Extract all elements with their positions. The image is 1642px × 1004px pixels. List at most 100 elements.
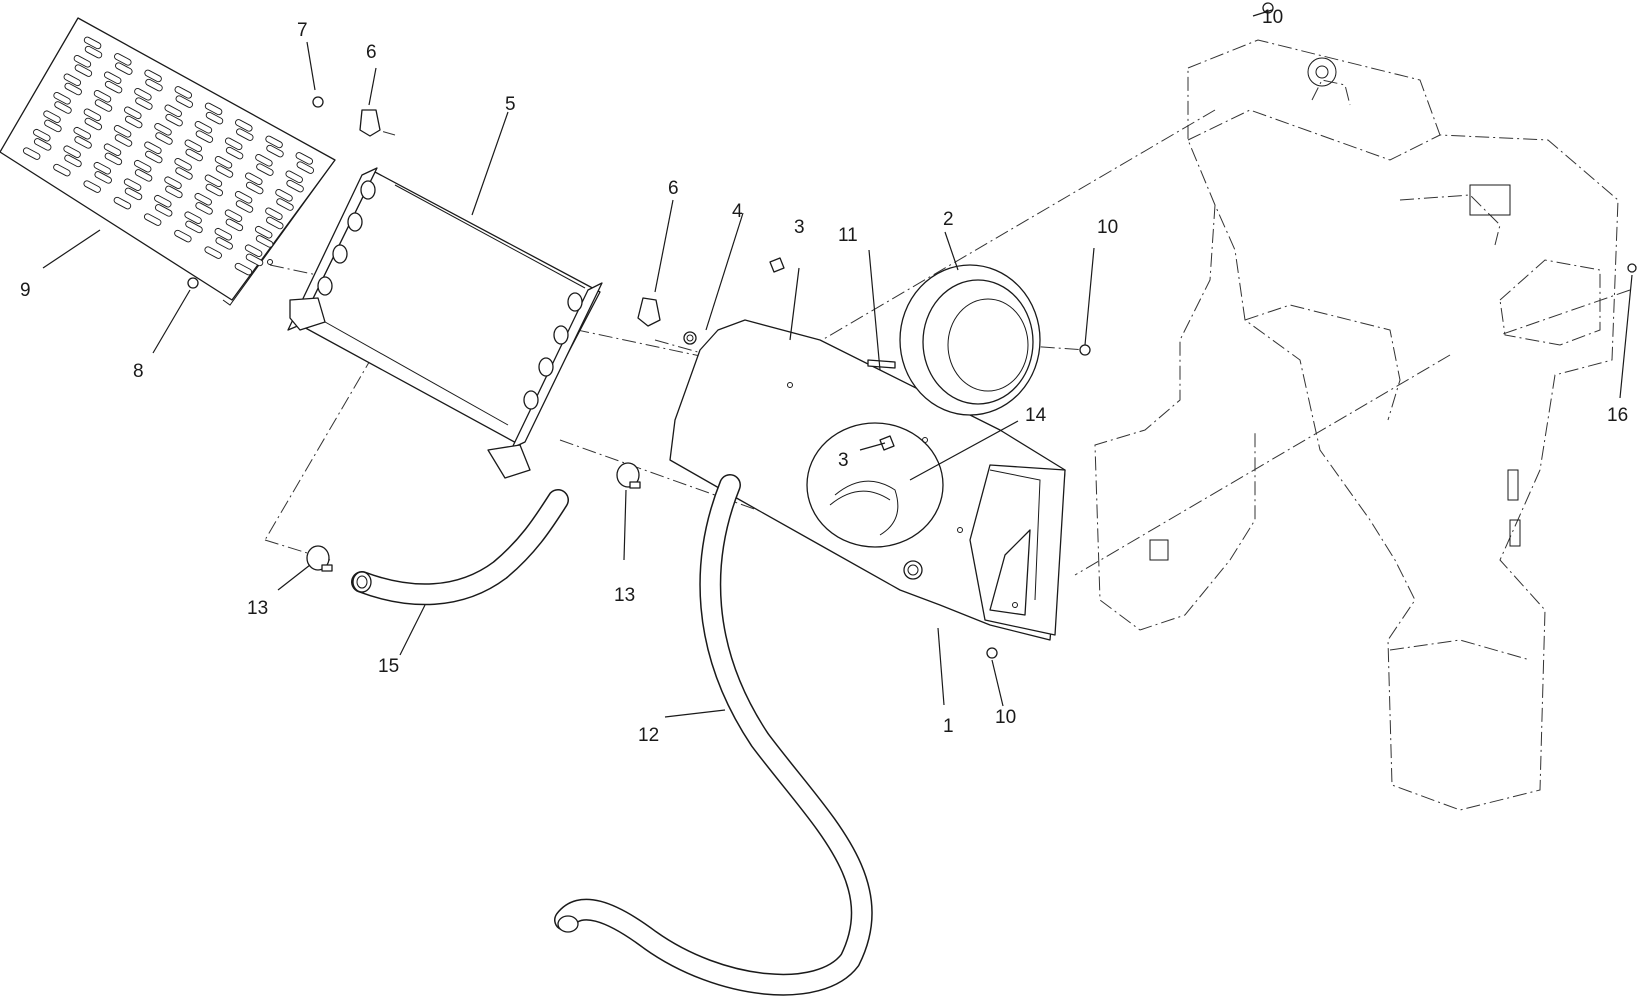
hardware <box>187 2 1637 659</box>
grille-slots <box>22 36 315 276</box>
grille-slot <box>84 117 103 131</box>
grille-slot <box>94 99 113 112</box>
grille-slot <box>195 130 214 143</box>
grille-slot <box>33 138 52 151</box>
grille-slot <box>155 132 173 145</box>
callout-10: 10 <box>1262 7 1283 28</box>
grille-slot <box>204 174 223 188</box>
grille-slot <box>255 154 273 167</box>
grille-slot <box>276 198 294 211</box>
grille-slot <box>44 119 62 133</box>
grille-slot <box>184 139 203 153</box>
grille-panel <box>0 17 336 306</box>
heater-housing <box>669 319 1066 641</box>
grille-slot <box>174 86 193 99</box>
grille-slot <box>184 211 202 224</box>
grille-slot <box>43 110 61 123</box>
callout-11: 11 <box>838 225 858 246</box>
grille-slot <box>205 183 224 197</box>
grille-slot <box>256 163 274 176</box>
grille-slot <box>22 147 41 160</box>
grille-slot <box>194 192 212 206</box>
grille-slot <box>93 161 112 175</box>
callout-leaders <box>42 9 1633 718</box>
grille-slot <box>83 36 102 50</box>
callout-10: 10 <box>995 707 1016 728</box>
grille-slot <box>174 158 192 171</box>
grille-slot <box>103 143 122 156</box>
grille-slot <box>74 64 93 77</box>
grille-slot <box>244 244 263 257</box>
grille-slot <box>73 55 92 68</box>
grille-slot <box>144 141 162 155</box>
grille-slot <box>64 82 82 96</box>
grille-slot <box>215 237 233 250</box>
grille-slot <box>174 229 192 243</box>
grille-slot <box>275 189 293 202</box>
blower-ring <box>899 264 1041 416</box>
grille-slot <box>245 172 263 186</box>
grille-slot <box>295 152 314 165</box>
callout-7: 7 <box>297 20 308 41</box>
grille-slot <box>214 227 233 241</box>
grille-slot <box>74 136 92 149</box>
grille-slot <box>114 134 133 147</box>
grille-slot <box>195 202 213 215</box>
callout-2: 2 <box>943 209 954 230</box>
grille-slot <box>94 171 112 184</box>
grille-slot <box>115 62 133 75</box>
callout-10: 10 <box>1097 217 1118 238</box>
grille-slot <box>135 97 153 110</box>
grille-slot <box>165 185 183 199</box>
grille-slot <box>266 144 284 158</box>
grille-slot <box>154 123 172 136</box>
grille-slot <box>104 80 123 94</box>
grille-slot <box>63 73 82 87</box>
grille-slot <box>154 194 172 208</box>
grille-slot <box>83 180 101 193</box>
grille-slot <box>164 104 182 118</box>
grille-slot <box>265 207 283 221</box>
grille-slot <box>53 163 71 177</box>
grille-slot <box>103 71 122 85</box>
grille-slot <box>134 88 152 101</box>
grille-slot <box>124 187 143 201</box>
grille-slot <box>123 178 142 191</box>
grille-slot <box>53 92 71 105</box>
callout-15: 15 <box>378 656 399 677</box>
long-hose <box>554 474 873 996</box>
grille-slot <box>84 45 103 59</box>
grille-slot <box>143 213 162 226</box>
callout-3: 3 <box>838 450 849 471</box>
grille-slot <box>164 176 182 189</box>
grille-slot <box>145 78 163 92</box>
grille-slot <box>286 179 304 193</box>
grille-slot <box>235 200 254 213</box>
grille-slot <box>224 137 243 151</box>
callout-4: 4 <box>732 201 743 222</box>
callout-14: 14 <box>1025 405 1047 426</box>
callout-3: 3 <box>794 217 805 238</box>
grille-slot <box>64 154 82 168</box>
grille-slot <box>225 146 244 160</box>
grille-slot <box>204 246 222 259</box>
grille-slot <box>245 253 264 267</box>
grille-slot <box>245 181 264 195</box>
grille-slot <box>266 216 284 230</box>
callout-13: 13 <box>614 585 635 606</box>
grille-slot <box>215 165 234 178</box>
heater-core-tubes <box>317 180 583 410</box>
callout-1: 1 <box>943 716 954 737</box>
grille-slot <box>124 115 143 129</box>
callout-8: 8 <box>133 361 144 382</box>
callout-12: 12 <box>638 725 659 746</box>
grille-slot <box>214 156 233 169</box>
grille-slot <box>145 150 163 164</box>
grille-slot <box>296 161 315 174</box>
callout-16: 16 <box>1607 405 1628 426</box>
grille-slot <box>234 191 253 204</box>
callout-5: 5 <box>505 94 516 115</box>
grille-slot <box>104 152 123 166</box>
callout-6: 6 <box>366 42 377 63</box>
